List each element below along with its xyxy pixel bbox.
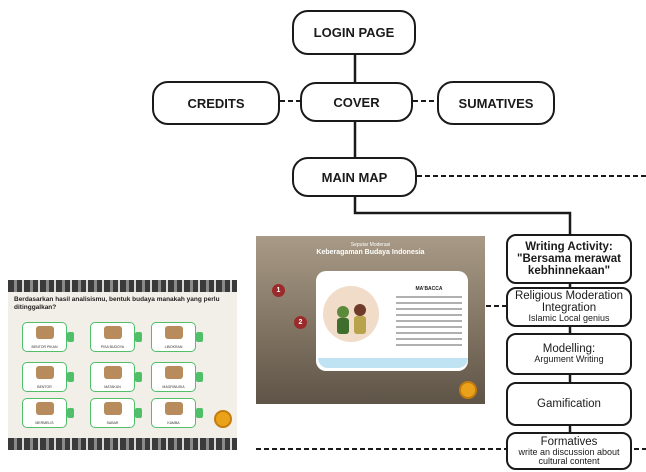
card-image-icon	[104, 402, 122, 415]
bottom-border-band	[8, 438, 237, 450]
modelling-title: Modelling:	[542, 343, 596, 356]
text-line	[396, 320, 462, 322]
story-subtitle: Seputar Moderasi	[350, 242, 391, 248]
writing-line2: "Bersama merawat	[517, 252, 621, 265]
modelling-sub: Argument Writing	[534, 354, 604, 365]
quiz-card: LIBOKRAN	[151, 322, 196, 352]
next-button-icon	[459, 381, 477, 399]
card-image-icon	[36, 326, 54, 339]
panel-progress-bar	[318, 358, 468, 368]
card-tab	[196, 408, 203, 418]
quiz-card: MATAKUN	[90, 362, 135, 392]
text-line	[396, 338, 462, 340]
formatives-box: Formatives write an discussion about cul…	[506, 432, 632, 470]
quiz-card: BENTOR PIKAN	[22, 322, 67, 352]
text-line	[396, 344, 462, 346]
quiz-card: MAGRINUSIA	[151, 362, 196, 392]
card-image-icon	[165, 402, 183, 415]
card-tab	[67, 372, 74, 382]
quiz-card: BENTOR	[22, 362, 67, 392]
card-image-icon	[165, 326, 183, 339]
card-tab	[135, 332, 142, 342]
text-line	[396, 332, 462, 334]
writing-activity-box: Writing Activity: "Bersama merawat kebhi…	[506, 234, 632, 284]
main-map-node: MAIN MAP	[292, 157, 417, 197]
card-label: SABAR	[106, 421, 119, 425]
card-label: MAGRINUSIA	[162, 385, 185, 389]
writing-line1: Writing Activity:	[525, 240, 613, 253]
illustration-icon	[323, 286, 379, 342]
marker-1: 1	[272, 284, 285, 297]
story-panel: MA'BACCA	[316, 271, 468, 371]
text-line	[396, 314, 462, 316]
quiz-card: MERMELIS	[22, 398, 67, 428]
quiz-question: Berdasarkan hasil analisismu, bentuk bud…	[14, 296, 220, 312]
text-line	[396, 326, 462, 328]
marker-2: 2	[294, 316, 307, 329]
formatives-sub2: cultural content	[538, 456, 600, 467]
card-tab	[196, 332, 203, 342]
religious-moderation-box: Religious Moderation Integration Islamic…	[506, 287, 632, 327]
card-tab	[67, 332, 74, 342]
card-label: MERMELIS	[35, 421, 54, 425]
modelling-box: Modelling: Argument Writing	[506, 333, 632, 375]
story-heading: MA'BACCA	[415, 286, 443, 292]
card-label: KAMBA	[167, 421, 180, 425]
card-label: MATAKUN	[104, 385, 121, 389]
writing-line3: kebhinnekaan"	[527, 265, 611, 278]
card-tab	[67, 408, 74, 418]
card-image-icon	[104, 366, 122, 379]
card-image-icon	[104, 326, 122, 339]
card-tab	[135, 408, 142, 418]
quiz-card: PISA BUDOYA	[90, 322, 135, 352]
story-screenshot: Seputar Moderasi Keberagaman Budaya Indo…	[256, 236, 485, 404]
card-label: BENTOR PIKAN	[31, 345, 58, 349]
sumatives-node: SUMATIVES	[437, 81, 555, 125]
religious-sub: Islamic Local genius	[528, 313, 610, 324]
credits-node: CREDITS	[152, 81, 280, 125]
text-line	[396, 302, 462, 304]
card-label: PISA BUDOYA	[100, 345, 125, 349]
top-border-band	[8, 280, 237, 292]
cover-node: COVER	[300, 82, 413, 122]
quiz-card: SABAR	[90, 398, 135, 428]
card-tab	[135, 372, 142, 382]
formatives-sub1: write an discussion about	[518, 446, 620, 457]
login-page-node: LOGIN PAGE	[292, 10, 416, 55]
quiz-card: KAMBA	[151, 398, 196, 428]
card-label: BENTOR	[37, 385, 52, 389]
quiz-screenshot: Berdasarkan hasil analisismu, bentuk bud…	[8, 280, 237, 450]
connector-mainmap-sidebar	[353, 197, 572, 234]
story-title: Keberagaman Budaya Indonesia	[316, 249, 425, 256]
card-tab	[196, 372, 203, 382]
religious-line2: Integration	[541, 302, 597, 315]
next-button-icon	[214, 410, 232, 428]
card-label: LIBOKRAN	[164, 345, 183, 349]
text-line	[396, 296, 462, 298]
text-line	[396, 308, 462, 310]
gamification-box: Gamification	[506, 382, 632, 426]
card-image-icon	[36, 402, 54, 415]
card-image-icon	[36, 366, 54, 379]
religious-line1: Religious Moderation	[514, 290, 624, 303]
gamification-title: Gamification	[537, 397, 601, 410]
formatives-title: Formatives	[540, 435, 598, 448]
card-image-icon	[165, 366, 183, 379]
